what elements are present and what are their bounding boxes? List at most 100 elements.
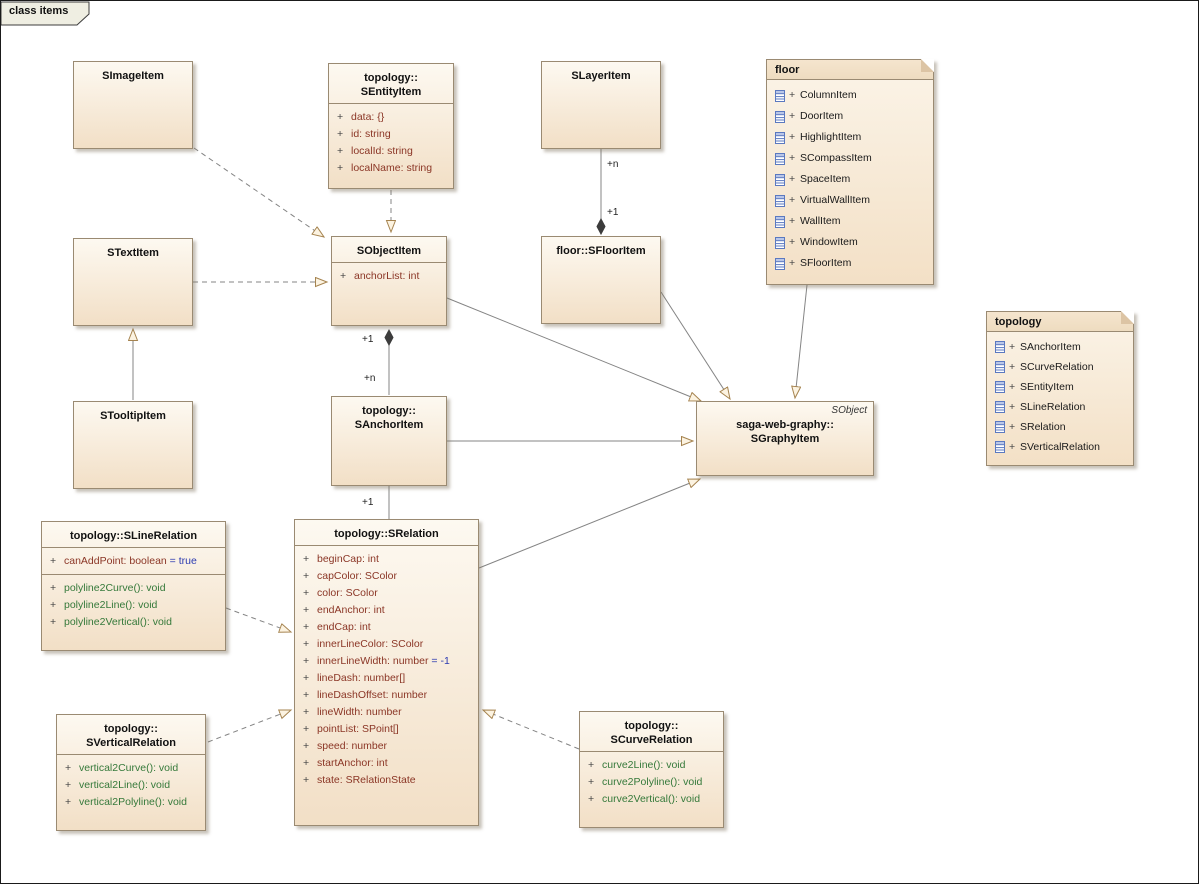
multiplicity-label: +n <box>607 159 619 170</box>
package-item[interactable]: + SpaceItem <box>770 169 930 190</box>
class-box-sgraphyitem[interactable]: SObject saga-web-graphy:: SGraphyItem <box>696 401 874 476</box>
package-item[interactable]: + SEntityItem <box>990 377 1130 397</box>
class-title: floor::SFloorItem <box>556 245 646 257</box>
dashed-arrow-scurverelation-to-srelation[interactable] <box>483 710 580 750</box>
dashed-arrow-slinerelation-to-srelation[interactable] <box>225 607 291 632</box>
class-attribute: +state: SRelationState <box>303 774 416 786</box>
attributes-compartment: +canAddPoint: boolean = true <box>42 547 225 574</box>
class-operation: +polyline2Line(): void <box>50 599 158 611</box>
class-box-sflooritem[interactable]: floor::SFloorItem <box>541 236 661 324</box>
class-box-sentityitem[interactable]: topology:: SEntityItem +data: {}+id: str… <box>328 63 454 189</box>
multiplicity-label: +1 <box>362 334 374 345</box>
class-box-simageitem[interactable]: SImageItem <box>73 61 193 149</box>
multiplicity-label: +n <box>364 373 376 384</box>
class-attribute: +canAddPoint: boolean = true <box>50 555 197 567</box>
package-item[interactable]: + SRelation <box>990 417 1130 437</box>
class-attribute: +capColor: SColor <box>303 570 397 582</box>
class-element-icon <box>995 341 1005 353</box>
class-element-icon <box>775 152 785 165</box>
class-operation: +polyline2Curve(): void <box>50 582 166 594</box>
operations-compartment: +polyline2Curve(): void +polyline2Line():… <box>42 574 225 635</box>
class-title: saga-web-graphy:: SGraphyItem <box>736 419 834 445</box>
class-element-icon <box>995 441 1005 453</box>
class-attribute: +lineDashOffset: number <box>303 689 428 701</box>
operations-compartment: +vertical2Curve(): void+vertical2Line():… <box>57 754 205 815</box>
class-element-icon <box>775 236 785 249</box>
class-title: topology::SLineRelation <box>69 530 198 542</box>
class-attribute: +endCap: int <box>303 621 371 633</box>
package-item[interactable]: + HighlightItem <box>770 127 930 148</box>
generalization-sflooritem-to-sgraphyitem[interactable] <box>660 291 730 399</box>
package-item[interactable]: + SLineRelation <box>990 397 1130 417</box>
package-items: + SAnchorItem + SCurveRelation + SEntity… <box>987 332 1133 462</box>
diagram-title: class items <box>9 5 69 17</box>
package-box-topology[interactable]: topology + SAnchorItem + SCurveRelation … <box>986 311 1134 466</box>
class-title: topology::SRelation <box>334 528 439 540</box>
multiplicity-label: +1 <box>607 207 619 218</box>
package-item[interactable]: + VirtualWallItem <box>770 190 930 211</box>
class-title: STooltipItem <box>100 410 166 422</box>
class-operation: +vertical2Line(): void <box>65 779 171 791</box>
package-item[interactable]: + DoorItem <box>770 106 930 127</box>
generalization-sobjectitem-to-sgraphyitem[interactable] <box>446 297 701 401</box>
package-title: topology <box>987 312 1133 332</box>
class-attribute: +lineDash: number[] <box>303 672 406 684</box>
package-item[interactable]: + ColumnItem <box>770 85 930 106</box>
class-attribute: +innerLineColor: SColor <box>303 638 424 650</box>
class-attribute: +pointList: SPoint[] <box>303 723 399 735</box>
attributes-compartment: +beginCap: int +capColor: SColor +color: S… <box>295 545 478 793</box>
class-attribute: +color: SColor <box>303 587 378 599</box>
class-operation: +curve2Polyline(): void <box>588 776 703 788</box>
class-box-srelation[interactable]: topology::SRelation +beginCap: int+capCo… <box>294 519 479 826</box>
package-item[interactable]: + WindowItem <box>770 232 930 253</box>
class-element-icon <box>775 257 785 270</box>
class-operation: +vertical2Polyline(): void <box>65 796 187 808</box>
generalization-srelation-to-sgraphyitem[interactable] <box>478 479 700 569</box>
package-item[interactable]: + SAnchorItem <box>990 337 1130 357</box>
class-box-sobjectitem[interactable]: SObjectItem +anchorList: int <box>331 236 447 326</box>
package-title: floor <box>767 60 933 80</box>
package-box-floor[interactable]: floor + ColumnItem + DoorItem + <box>766 59 934 285</box>
class-element-icon <box>775 194 785 207</box>
dashed-arrow-sverticalrelation-to-srelation[interactable] <box>207 710 291 743</box>
multiplicity-label: +1 <box>362 497 374 508</box>
class-element-icon <box>995 401 1005 413</box>
package-item[interactable]: + SVerticalRelation <box>990 437 1130 457</box>
package-item[interactable]: + SCurveRelation <box>990 357 1130 377</box>
class-title: STextItem <box>107 247 159 259</box>
class-attribute: +endAnchor: int <box>303 604 385 616</box>
class-title: topology:: SAnchorItem <box>354 405 424 431</box>
class-title: topology:: SEntityItem <box>360 72 422 98</box>
class-box-slayeritem[interactable]: SLayerItem <box>541 61 661 149</box>
class-title: SObjectItem <box>356 245 422 257</box>
class-element-icon <box>775 110 785 123</box>
class-attribute: +localId: string <box>337 145 413 157</box>
class-attribute: +anchorList: int <box>340 270 420 282</box>
package-item[interactable]: + SCompassItem <box>770 148 930 169</box>
class-element-icon <box>775 215 785 228</box>
dashed-arrow-simageitem-to-sobjectitem[interactable] <box>193 147 324 237</box>
package-item[interactable]: + WallItem <box>770 211 930 232</box>
attributes-compartment: +data: {}+id: string+localId: string+loc… <box>329 103 453 181</box>
class-box-sverticalrelation[interactable]: topology:: SVerticalRelation +vertical2C… <box>56 714 206 831</box>
attributes-compartment: +anchorList: int <box>332 262 446 289</box>
class-box-stextitem[interactable]: STextItem <box>73 238 193 326</box>
class-element-icon <box>995 361 1005 373</box>
class-attribute: +beginCap: int <box>303 553 379 565</box>
class-box-sanchoritem[interactable]: topology:: SAnchorItem <box>331 396 447 486</box>
class-box-slinerelation[interactable]: topology::SLineRelation +canAddPoint: bo… <box>41 521 226 651</box>
class-box-stooltipitem[interactable]: STooltipItem <box>73 401 193 489</box>
package-item[interactable]: + SFloorItem <box>770 253 930 274</box>
class-title: topology:: SVerticalRelation <box>86 723 176 749</box>
class-operation: +curve2Vertical(): void <box>588 793 701 805</box>
class-attribute: +lineWidth: number <box>303 706 402 718</box>
class-title: topology:: SCurveRelation <box>610 720 693 746</box>
class-element-icon <box>995 421 1005 433</box>
diagram-frame-tab <box>1 1 90 26</box>
class-box-scurverelation[interactable]: topology:: SCurveRelation +curve2Line():… <box>579 711 724 828</box>
operations-compartment: +curve2Line(): void+curve2Polyline(): vo… <box>580 751 723 812</box>
class-attribute: +localName: string <box>337 162 433 174</box>
class-attribute: +startAnchor: int <box>303 757 388 769</box>
class-attribute: +innerLineWidth: number = -1 <box>303 655 450 667</box>
generalization-floor-package-to-sgraphyitem[interactable] <box>795 284 808 398</box>
